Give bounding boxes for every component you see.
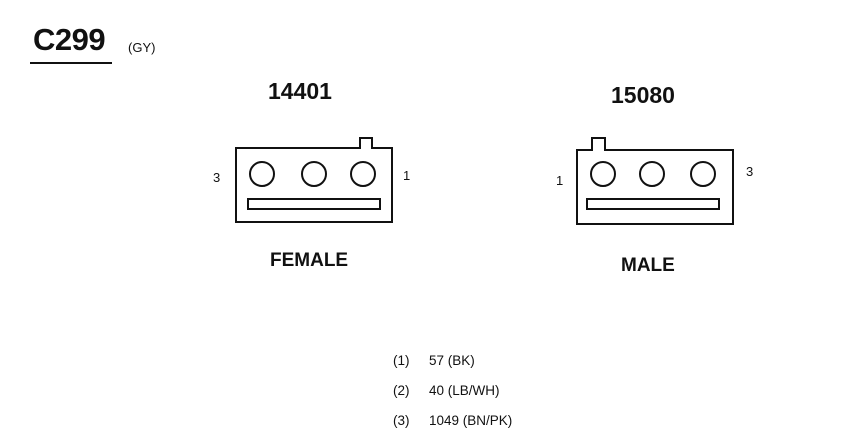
male-label: MALE [621,255,675,276]
male-cavity-3 [690,161,716,187]
female-pin-left-label: 3 [213,170,221,185]
pin-circuit: 40 (LB/WH) [429,383,500,398]
male-connector-face [576,137,734,225]
pin-legend-row: (3) 1049 (BN/PK) [393,413,512,428]
connector-id: C299 [33,22,106,57]
female-label: FEMALE [270,250,349,271]
female-connector-outline [235,137,393,223]
pin-number: (3) [393,413,410,428]
female-cavity-2 [301,161,327,187]
female-cavity-1 [350,161,376,187]
male-pin-left-label: 1 [556,173,564,188]
pin-legend-row: (2) 40 (LB/WH) [393,383,500,398]
pin-number: (1) [393,353,410,368]
female-key-slot [247,198,381,210]
female-cavity-3 [249,161,275,187]
pin-number: (2) [393,383,410,398]
male-cavity-2 [639,161,665,187]
pin-circuit: 57 (BK) [429,353,475,368]
male-cavity-1 [590,161,616,187]
title-underline [30,62,112,64]
pin-legend-row: (1) 57 (BK) [393,353,475,368]
female-pin-right-label: 1 [403,168,411,183]
pin-circuit: 1049 (BN/PK) [429,413,513,428]
female-connector-face [235,137,393,223]
male-connector-outline [576,137,734,225]
male-part-number: 15080 [611,82,675,108]
male-key-slot [586,198,720,210]
female-part-number: 14401 [268,78,332,104]
connector-color-code: (GY) [128,40,156,55]
male-pin-right-label: 3 [746,164,754,179]
